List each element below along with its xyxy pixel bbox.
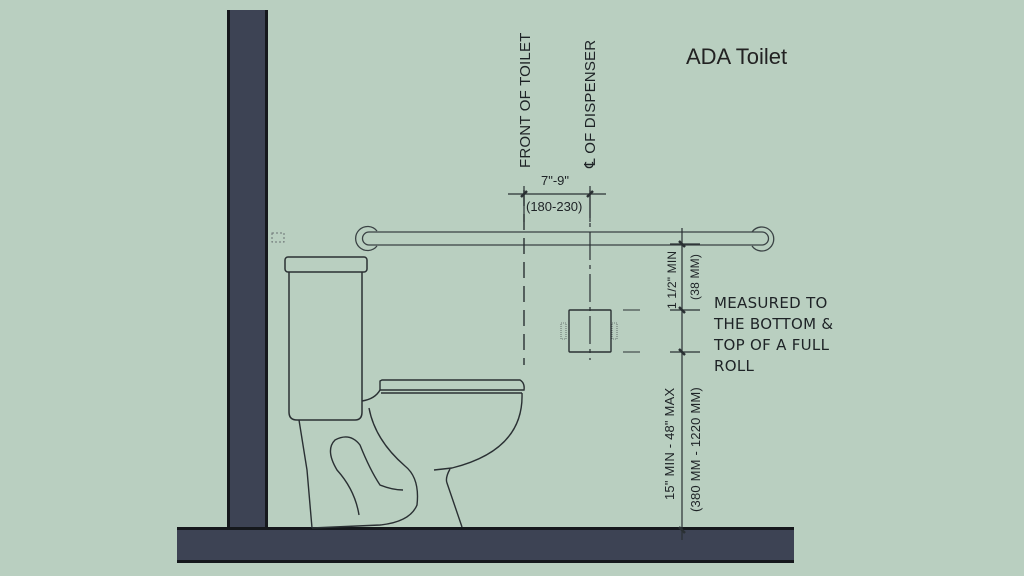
measurement-note: MEASURED TO THE BOTTOM & TOP OF A FULL R…	[714, 293, 833, 377]
toilet-paper-dispenser	[560, 309, 640, 353]
note-line: ROLL	[714, 357, 755, 375]
toilet-bowl	[298, 379, 525, 529]
front-of-toilet-label: FRONT OF TOILET	[517, 32, 534, 168]
horizontal-dimension-metric: (180-230)	[526, 199, 583, 214]
diagram-title: ADA Toilet	[686, 44, 788, 69]
grab-bar-flange	[271, 232, 285, 243]
grab-bar-clearance-metric: (38 MM)	[688, 253, 702, 300]
centerline-of-dispenser-label: ℄ OF DISPENSER	[582, 39, 599, 168]
dispenser-height-metric: (380 MM - 1220 MM)	[688, 387, 703, 512]
wall	[227, 10, 268, 530]
horizontal-dimension-imperial: 7"-9"	[541, 173, 570, 188]
vertical-dimension	[670, 228, 700, 540]
note-line: THE BOTTOM &	[714, 315, 834, 333]
floor	[177, 527, 794, 563]
grab-bar	[355, 225, 775, 252]
horizontal-dimension	[508, 186, 606, 222]
grab-bar-clearance-imperial: 1 1/2" MIN	[665, 250, 679, 309]
toilet-tank	[284, 256, 368, 421]
note-line: MEASURED TO	[714, 294, 828, 312]
note-line: TOP OF A FULL	[714, 336, 830, 354]
dispenser-height-imperial: 15" MIN - 48" MAX	[662, 387, 677, 500]
